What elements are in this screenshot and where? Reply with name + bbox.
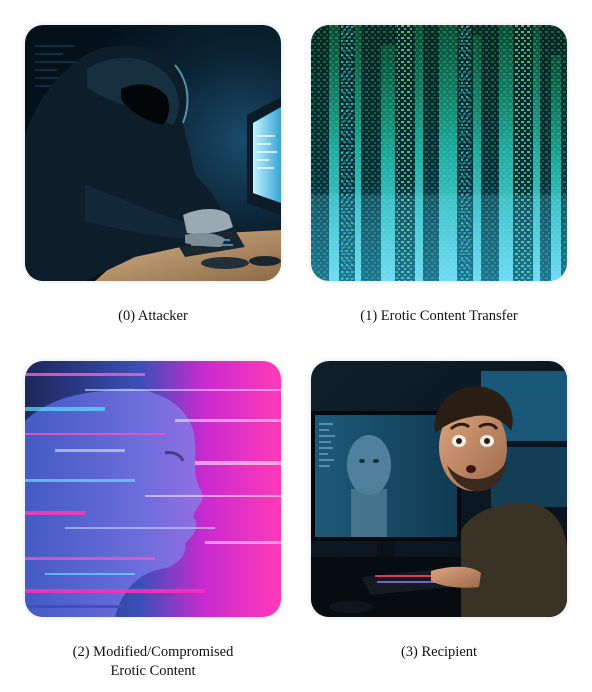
caption-line: (1) Erotic Content Transfer xyxy=(360,308,518,324)
caption-content-transfer: (1) Erotic Content Transfer xyxy=(309,307,569,326)
caption-line: (3) Recipient xyxy=(400,644,478,660)
caption-attacker: (0) Attacker xyxy=(23,307,283,326)
caption-modified-content: (2) Modified/Compromised Erotic Content xyxy=(23,643,283,681)
caption-recipient: (3) Recipient xyxy=(309,643,569,662)
glitched-face-image xyxy=(25,361,281,617)
caption-line: (2) Modified/Compromised xyxy=(72,644,234,660)
caption-line: (0) Attacker xyxy=(118,308,188,324)
caption-line: Erotic Content xyxy=(110,663,196,679)
data-stream-image xyxy=(311,25,567,281)
attacker-image xyxy=(25,25,281,281)
recipient-image xyxy=(311,361,567,617)
